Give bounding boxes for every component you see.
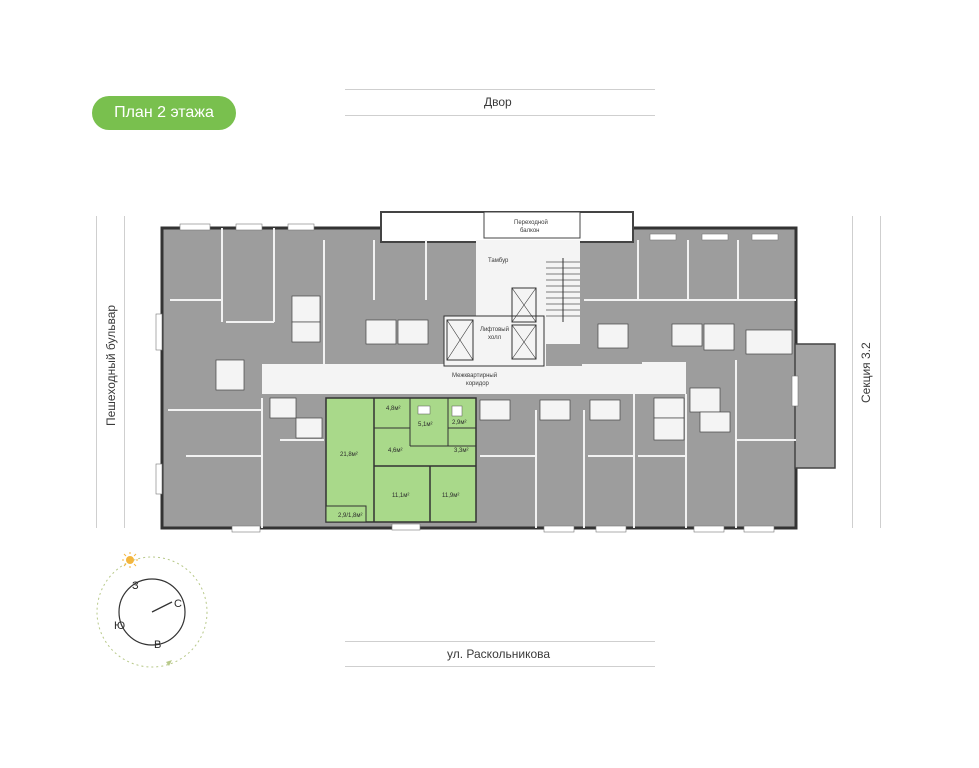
elevator-hall-label-1: Лифтовый xyxy=(480,326,509,333)
compass-west: З xyxy=(132,580,139,592)
left-border-line xyxy=(96,216,97,528)
left-border-line-2 xyxy=(124,216,125,528)
room-area-wc: 2,9м² xyxy=(452,420,466,426)
room-area-corridor: 4,6м² xyxy=(388,448,402,454)
top-border-line xyxy=(345,89,655,90)
room-area-balcony: 2,9/1,8м² xyxy=(338,513,362,519)
staircase xyxy=(546,258,580,322)
room-area-bedroom-1: 11,1м² xyxy=(392,493,409,499)
sun-icon xyxy=(122,552,138,568)
right-border-line xyxy=(852,216,853,528)
bathrooms xyxy=(215,295,793,441)
transit-balcony-label-2: балкон xyxy=(520,228,539,234)
room-area-bath: 5,1м² xyxy=(418,422,432,428)
room-area-storage: 3,3м² xyxy=(454,448,468,454)
bottom-street-label: ул. Раскольникова xyxy=(447,647,551,661)
vestibule-label: Тамбур xyxy=(488,258,509,264)
room-area-bedroom-2: 11,9м² xyxy=(442,493,459,499)
partition-walls xyxy=(168,228,796,528)
floor-plan-badge: План 2 этажа xyxy=(92,96,236,130)
compass-south: Ю xyxy=(114,620,125,632)
right-balcony xyxy=(794,343,836,469)
top-street-label: Двор xyxy=(484,95,512,109)
elevator-hall-label-2: холл xyxy=(488,335,502,341)
corridor-label-2: коридор xyxy=(466,381,490,387)
compass-north: С xyxy=(174,598,182,610)
top-border-line-2 xyxy=(345,115,655,116)
room-area-living: 21,8м² xyxy=(340,452,358,458)
room-area-hall: 4,8м² xyxy=(386,406,400,412)
right-border-line-2 xyxy=(880,216,881,528)
compass xyxy=(96,556,208,668)
compass-east: В xyxy=(154,639,161,651)
highlighted-apartment[interactable] xyxy=(325,397,477,523)
transit-balcony-label-1: Переходной xyxy=(514,219,548,226)
corridor-label-1: Межквартирный xyxy=(452,372,497,379)
bottom-border-line-2 xyxy=(345,666,655,667)
bottom-border-line xyxy=(345,641,655,642)
corridor xyxy=(262,364,684,394)
windows xyxy=(155,223,799,533)
